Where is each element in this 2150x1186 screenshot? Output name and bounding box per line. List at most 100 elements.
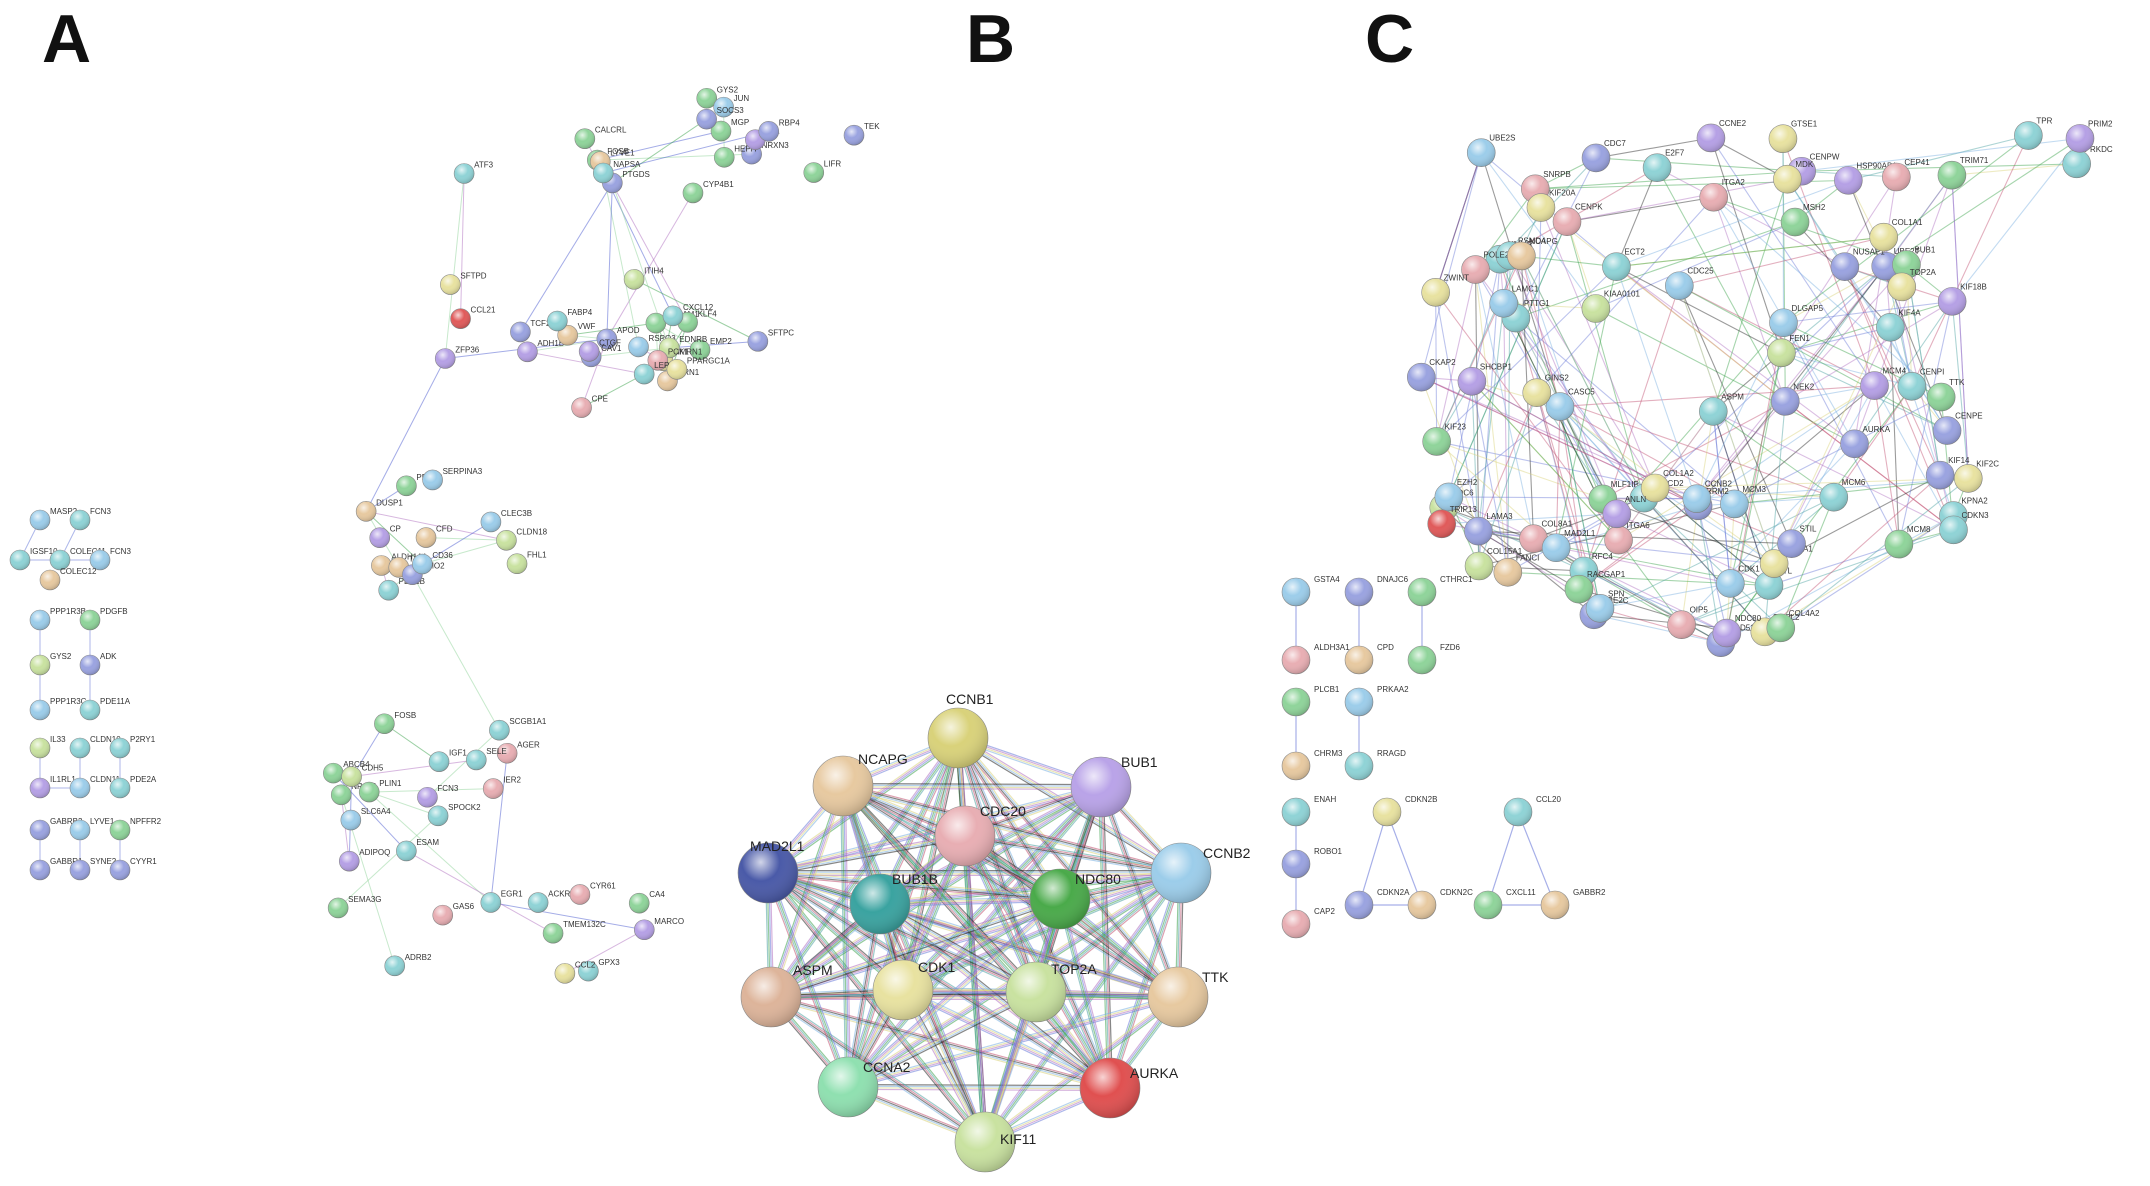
node-itih4[interactable]: ITIH4 <box>623 266 664 290</box>
node-anln[interactable]: ANLN <box>1602 495 1647 529</box>
node-vwf[interactable]: VWF <box>557 322 596 346</box>
node-mcm4[interactable]: MCM4 <box>1860 367 1907 400</box>
node-gins2[interactable]: GINS2 <box>1522 374 1570 407</box>
node-serpina3[interactable]: SERPINA3 <box>422 467 483 491</box>
node-mad2l1[interactable]: MAD2L1 <box>737 838 805 904</box>
node-cdk1[interactable]: CDK1 <box>1716 564 1760 598</box>
node-cxcl11[interactable]: CXCL11 <box>1473 888 1536 920</box>
node-atf3[interactable]: ATF3 <box>453 161 494 184</box>
node-tcf21[interactable]: TCF21 <box>510 319 555 343</box>
node-cthrc1[interactable]: CTHRC1 <box>1407 575 1473 607</box>
node-zfp36[interactable]: ZFP36 <box>434 346 480 369</box>
node-adh1b[interactable]: ADH1B <box>517 339 564 363</box>
node-msh2[interactable]: MSH2 <box>1780 203 1826 237</box>
node-adk[interactable]: ADK <box>79 652 117 676</box>
node-dtl[interactable]: DTL <box>1754 566 1793 600</box>
node-colec12[interactable]: COLEC12 <box>39 567 97 591</box>
node-ect2[interactable]: ECT2 <box>1602 248 1645 281</box>
node-ppargc1a[interactable]: PPARGC1A <box>666 356 731 380</box>
node-syne2[interactable]: SYNE2 <box>69 857 117 881</box>
node-pdgfb[interactable]: PDGFB <box>79 607 128 631</box>
node-egr1[interactable]: EGR1 <box>480 889 523 913</box>
node-rspo3[interactable]: RSPO3 <box>628 334 677 358</box>
node-heph[interactable]: HEPH <box>713 144 757 168</box>
node-napsa[interactable]: NAPSA <box>592 160 641 184</box>
node-tek[interactable]: TEK <box>843 122 880 146</box>
node-mcm8[interactable]: MCM8 <box>1884 525 1931 559</box>
node-gas6[interactable]: GAS6 <box>432 902 475 926</box>
node-spock2[interactable]: SPOCK2 <box>427 803 481 827</box>
node-kif18b[interactable]: KIF18B <box>1937 282 1987 316</box>
node-dnajc6[interactable]: DNAJC6 <box>1344 575 1409 607</box>
node-ccne2[interactable]: CCNE2 <box>1696 119 1747 153</box>
node-fosb[interactable]: FOSB <box>374 711 416 735</box>
node-gtse1[interactable]: GTSE1 <box>1768 120 1818 154</box>
node-kif23[interactable]: KIF23 <box>1422 422 1467 456</box>
node-cap2[interactable]: CAP2 <box>1281 907 1335 939</box>
node-cenpi[interactable]: CENPI <box>1897 367 1944 401</box>
node-dusp1[interactable]: DUSP1 <box>355 498 403 522</box>
node-ckap2[interactable]: CKAP2 <box>1406 358 1456 392</box>
node-sema3g[interactable]: SEMA3G <box>327 895 381 919</box>
node-col8a1[interactable]: COL8A1 <box>1519 520 1573 553</box>
node-mcm6[interactable]: MCM6 <box>1819 478 1866 512</box>
node-cdc25[interactable]: CDC25 <box>1665 267 1714 301</box>
node-mdk[interactable]: MDK <box>1773 160 1814 194</box>
node-cenpk[interactable]: CENPK <box>1552 203 1603 236</box>
node-nusap1[interactable]: NUSAP1 <box>1830 248 1886 281</box>
node-lep[interactable]: LEP <box>633 361 669 385</box>
node-lamc1[interactable]: LAMC1 <box>1489 284 1539 318</box>
node-bub1[interactable]: BUB1 <box>1892 246 1936 279</box>
node-cdkn2c[interactable]: CDKN2C <box>1407 888 1473 920</box>
node-jun[interactable]: JUN <box>713 94 750 118</box>
node-pck1[interactable]: PCK1 <box>647 347 689 371</box>
node-cyr61[interactable]: CYR61 <box>569 881 616 905</box>
node-stil[interactable]: STIL <box>1777 525 1817 558</box>
node-clec3b[interactable]: CLEC3B <box>480 509 532 533</box>
node-ctgf[interactable]: CTGF <box>578 338 621 362</box>
node-emp2[interactable]: EMP2 <box>689 337 732 361</box>
node-aspm[interactable]: ASPM <box>1698 392 1744 426</box>
node-cenpe[interactable]: CENPE <box>1932 412 1983 445</box>
node-fabp4[interactable]: FABP4 <box>547 308 593 332</box>
node-gabrb3[interactable]: GABRB3 <box>29 817 83 841</box>
node-fcn3[interactable]: FCN3 <box>417 784 459 808</box>
node-cldn18[interactable]: CLDN18 <box>496 527 548 551</box>
node-ppp1r3c[interactable]: PPP1R3C <box>29 697 87 721</box>
node-kif14[interactable]: KIF14 <box>1925 456 1970 490</box>
node-bub1[interactable]: BUB1 <box>1070 754 1158 818</box>
node-npffr2[interactable]: NPFFR2 <box>109 817 162 841</box>
node-marco[interactable]: MARCO <box>633 917 684 941</box>
node-il1rl1[interactable]: IL1RL1 <box>29 775 76 799</box>
node-ttk[interactable]: TTK <box>1147 966 1229 1028</box>
node-col1a1[interactable]: COL1A1 <box>1869 218 1923 252</box>
node-dlgap5[interactable]: DLGAP5 <box>1769 304 1824 338</box>
node-plin1[interactable]: PLIN1 <box>358 779 402 803</box>
node-apod[interactable]: APOD <box>596 326 640 350</box>
node-nek2[interactable]: NEK2 <box>1770 382 1815 416</box>
node-cyp4b1[interactable]: CYP4B1 <box>682 180 734 204</box>
node-plcb1[interactable]: PLCB1 <box>1281 685 1340 717</box>
node-pde2a[interactable]: PDE2A <box>109 775 157 799</box>
node-aurka[interactable]: AURKA <box>1079 1057 1179 1119</box>
node-mad2l1[interactable]: MAD2L1 <box>1541 529 1596 563</box>
node-ccnb2[interactable]: CCNB2 <box>1150 842 1251 904</box>
node-ttk[interactable]: TTK <box>1926 378 1965 412</box>
node-top2a[interactable]: TOP2A <box>1005 961 1097 1023</box>
node-shcbp1[interactable]: SHCBP1 <box>1457 362 1513 396</box>
node-gabbr1[interactable]: GABBR1 <box>29 857 83 881</box>
node-cldn11[interactable]: CLDN11 <box>69 775 121 799</box>
node-racgap1[interactable]: RACGAP1 <box>1564 570 1626 604</box>
node-cdc7[interactable]: CDC7 <box>1581 139 1626 173</box>
node-fhl1[interactable]: FHL1 <box>506 551 547 575</box>
node-aldh1a1[interactable]: ALDH1A1 <box>371 553 428 576</box>
node-lifr[interactable]: LIFR <box>803 160 842 183</box>
node-ncapg[interactable]: NCAPG <box>1507 237 1558 271</box>
node-e2f7[interactable]: E2F7 <box>1642 149 1685 182</box>
node-il33[interactable]: IL33 <box>29 735 66 759</box>
node-cd36[interactable]: CD36 <box>412 551 453 575</box>
node-enah[interactable]: ENAH <box>1281 795 1336 827</box>
node-gys2[interactable]: GYS2 <box>29 652 72 676</box>
node-lama3[interactable]: LAMA3 <box>1464 512 1513 546</box>
node-kif20a[interactable]: KIF20A <box>1526 189 1576 222</box>
